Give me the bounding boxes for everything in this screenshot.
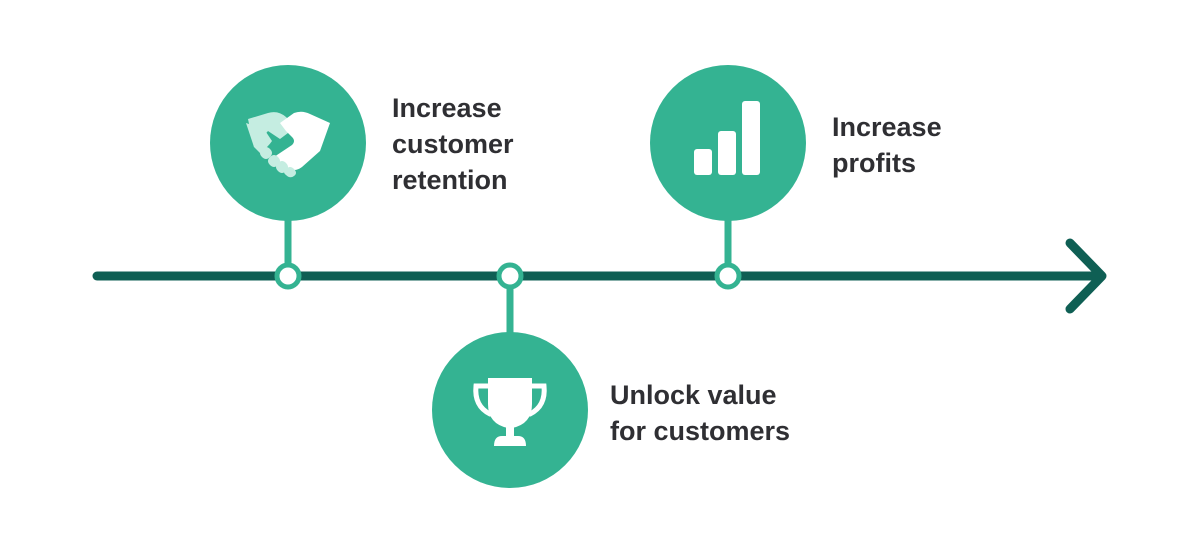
label-line: profits xyxy=(832,148,916,178)
label-line: customer xyxy=(392,129,514,159)
timeline-arrowhead xyxy=(1065,238,1107,314)
label-line: Unlock value xyxy=(610,380,777,410)
bar-chart-icon xyxy=(694,101,760,175)
milestone-label-value: Unlock value for customers xyxy=(610,377,790,449)
milestone-label-profits: Increase profits xyxy=(832,109,942,181)
trophy-icon xyxy=(473,378,547,446)
label-line: Increase xyxy=(832,112,942,142)
label-line: for customers xyxy=(610,416,791,446)
milestone-label-retention: Increase customer retention xyxy=(392,90,514,198)
axis-node-value xyxy=(496,262,524,290)
axis-node-retention xyxy=(274,262,302,290)
axis-node-profits xyxy=(714,262,742,290)
label-line: Increase xyxy=(392,93,502,123)
milestone-circle-retention xyxy=(210,65,366,221)
label-line: retention xyxy=(392,165,508,195)
handshake-icon xyxy=(246,111,330,178)
